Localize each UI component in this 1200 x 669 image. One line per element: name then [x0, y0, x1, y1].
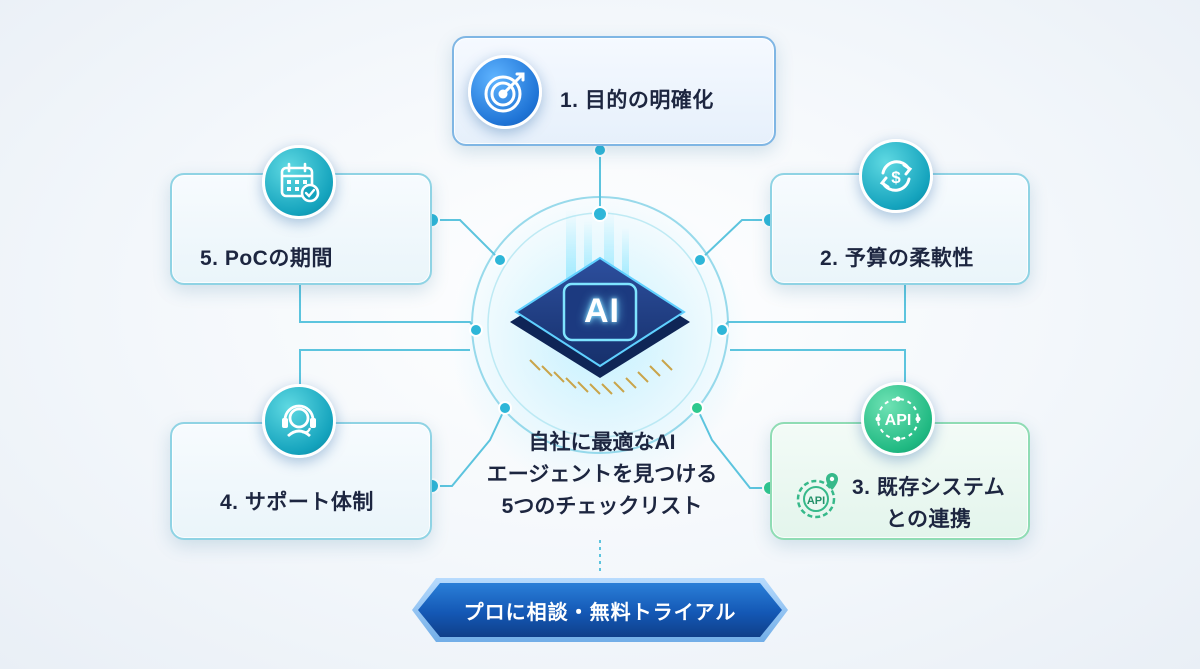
connector-left-lower	[432, 407, 506, 487]
svg-text:API: API	[807, 495, 825, 507]
node-dot	[498, 401, 512, 415]
ai-chip	[510, 210, 690, 395]
item-label-integration-line2: との連携	[885, 508, 972, 531]
headset-icon	[262, 384, 336, 458]
center-title-line2: エージェントを見つける	[486, 463, 718, 486]
connector-left-mid	[299, 285, 477, 331]
item-label-budget: 2. 予算の柔軟性	[820, 247, 974, 270]
item-label-integration-line1: 3. 既存システム	[852, 476, 1006, 499]
node-dot	[693, 253, 707, 267]
connector-right-mid	[721, 285, 906, 331]
cta-button-label: プロに相談・無料トライアル	[463, 601, 737, 624]
center-title: 自社に最適なAI エージェントを見つける 5つのチェックリスト	[470, 427, 734, 523]
dollar-cycle-icon: $	[859, 139, 933, 213]
node-dot	[469, 323, 483, 337]
node-dot	[493, 253, 507, 267]
connector-right-upper	[699, 219, 770, 261]
connector-right-lower-top	[730, 349, 906, 382]
target-icon	[468, 55, 542, 129]
item-label-goal: 1. 目的の明確化	[560, 89, 714, 112]
ai-chip-label: AI	[584, 292, 620, 330]
item-label-poc: 5. PoCの期間	[200, 247, 333, 270]
api-gear-icon: API	[796, 473, 838, 519]
svg-text:API: API	[885, 412, 912, 429]
calendar-icon	[262, 145, 336, 219]
item-label-integration: 3. 既存システム との連携	[852, 472, 1005, 536]
center-title-line3: 5つのチェックリスト	[501, 495, 703, 518]
connector-right-lower	[696, 407, 770, 489]
connector-left-upper	[432, 219, 501, 261]
item-label-support: 4. サポート体制	[220, 491, 374, 514]
svg-text:$: $	[891, 168, 901, 187]
node-dot-green	[690, 401, 704, 415]
connector-left-lower-top	[299, 349, 470, 384]
node-dot	[715, 323, 729, 337]
center-title-line1: 自社に最適なAI	[528, 431, 676, 454]
cta-button[interactable]: プロに相談・無料トライアル	[418, 583, 782, 637]
api-icon: API	[861, 382, 935, 456]
